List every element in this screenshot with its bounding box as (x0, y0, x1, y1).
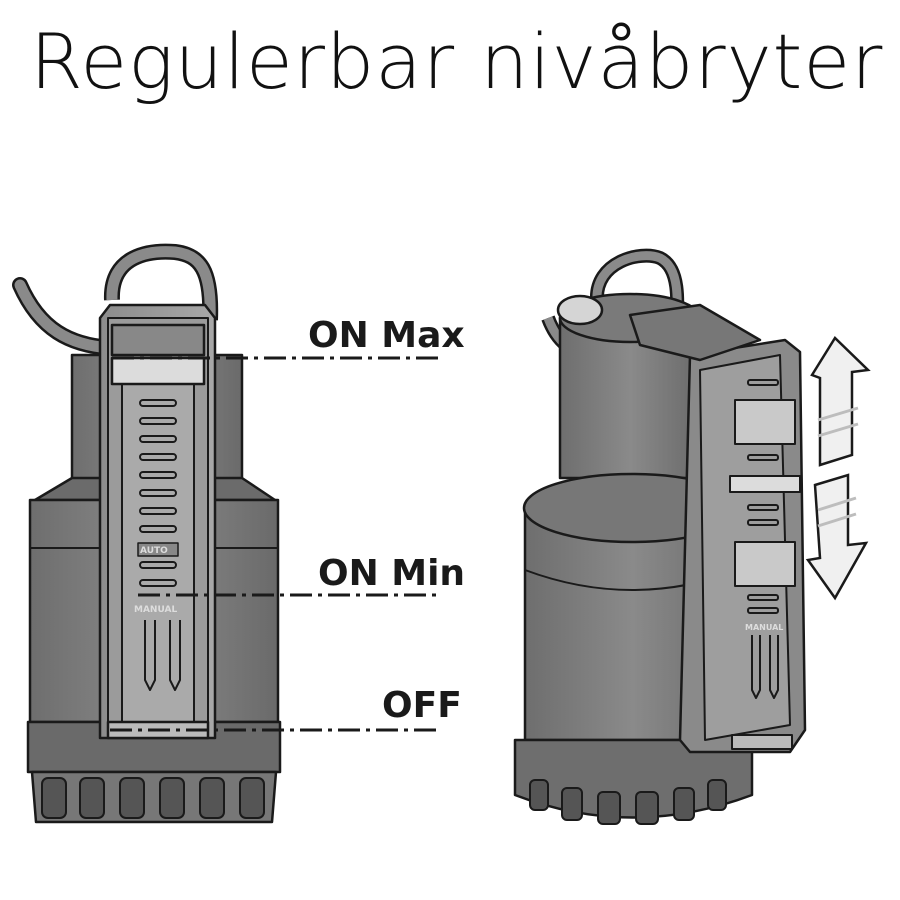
auto-label: AUTO (140, 546, 168, 556)
manual-label: MANUAL (134, 605, 177, 615)
adjust-up-arrow (810, 336, 871, 467)
label-on-min: ON Min (318, 553, 466, 594)
adjust-down-arrow (805, 473, 869, 601)
float-on-min-right (734, 541, 796, 587)
label-on-max: ON Max (308, 315, 465, 356)
diagram-title: Regulerbar nivåbryter (30, 17, 884, 106)
manual-label-right: MANUAL (745, 623, 783, 632)
float-on-max-right (734, 399, 796, 445)
pump-front-view (12, 243, 440, 824)
label-off: OFF (382, 685, 462, 726)
pump-perspective-view (513, 248, 807, 825)
float-on-max (110, 356, 206, 386)
